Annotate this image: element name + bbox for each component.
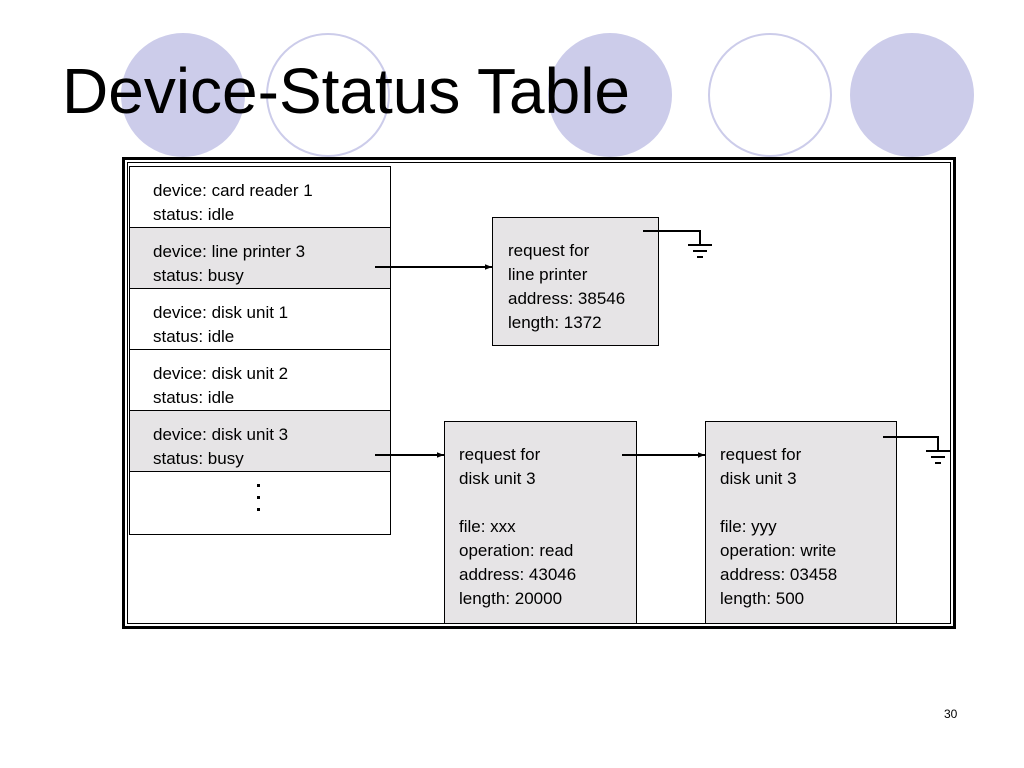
decorative-ring bbox=[708, 33, 832, 157]
request-line: length: 20000 bbox=[459, 589, 563, 608]
status-label: status: idle bbox=[153, 388, 235, 407]
request-line: request for bbox=[459, 445, 541, 464]
decorative-circle bbox=[850, 33, 974, 157]
request-line: address: 38546 bbox=[508, 289, 626, 308]
request-box-disk-unit-3-second: request for disk unit 3 file: yyy operat… bbox=[705, 421, 897, 624]
status-label: status: busy bbox=[153, 449, 244, 468]
device-row-line-printer-3: device: line printer 3 status: busy bbox=[129, 227, 391, 289]
request-line: operation: write bbox=[720, 541, 837, 560]
status-label: status: busy bbox=[153, 266, 244, 285]
request-line: file: xxx bbox=[459, 517, 516, 536]
request-line: address: 03458 bbox=[720, 565, 838, 584]
request-line: address: 43046 bbox=[459, 565, 577, 584]
decorative-ring bbox=[266, 33, 390, 157]
status-label: status: idle bbox=[153, 327, 235, 346]
slide-title: Device-Status Table bbox=[62, 55, 630, 127]
request-line: length: 500 bbox=[720, 589, 805, 608]
device-row-disk-unit-1: device: disk unit 1 status: idle bbox=[129, 288, 391, 350]
device-label: device: disk unit 1 bbox=[153, 303, 289, 322]
slide-number: 30 bbox=[944, 707, 958, 721]
request-line: disk unit 3 bbox=[459, 469, 536, 488]
request-box-disk-unit-3-first: request for disk unit 3 file: xxx operat… bbox=[444, 421, 637, 624]
device-row-disk-unit-2: device: disk unit 2 status: idle bbox=[129, 349, 391, 411]
request-line: line printer bbox=[508, 265, 588, 284]
request-line: request for bbox=[508, 241, 590, 260]
request-line: operation: read bbox=[459, 541, 574, 560]
device-label: device: card reader 1 bbox=[153, 181, 313, 200]
status-label: status: idle bbox=[153, 205, 235, 224]
device-label: device: line printer 3 bbox=[153, 242, 306, 261]
request-line: file: yyy bbox=[720, 517, 777, 536]
device-status-table: device: card reader 1 status: idle devic… bbox=[129, 166, 391, 535]
device-label: device: disk unit 3 bbox=[153, 425, 289, 444]
request-box-line-printer: request for line printer address: 38546 … bbox=[492, 217, 659, 346]
decorative-circle bbox=[548, 33, 672, 157]
request-line: request for bbox=[720, 445, 802, 464]
device-label: device: disk unit 2 bbox=[153, 364, 289, 383]
device-row-card-reader-1: device: card reader 1 status: idle bbox=[129, 166, 391, 228]
device-row-disk-unit-3: device: disk unit 3 status: busy bbox=[129, 410, 391, 472]
request-line: length: 1372 bbox=[508, 313, 602, 332]
vertical-ellipsis-icon bbox=[257, 484, 260, 520]
device-row-ellipsis bbox=[129, 471, 391, 535]
request-line: disk unit 3 bbox=[720, 469, 797, 488]
decorative-circle bbox=[121, 33, 245, 157]
